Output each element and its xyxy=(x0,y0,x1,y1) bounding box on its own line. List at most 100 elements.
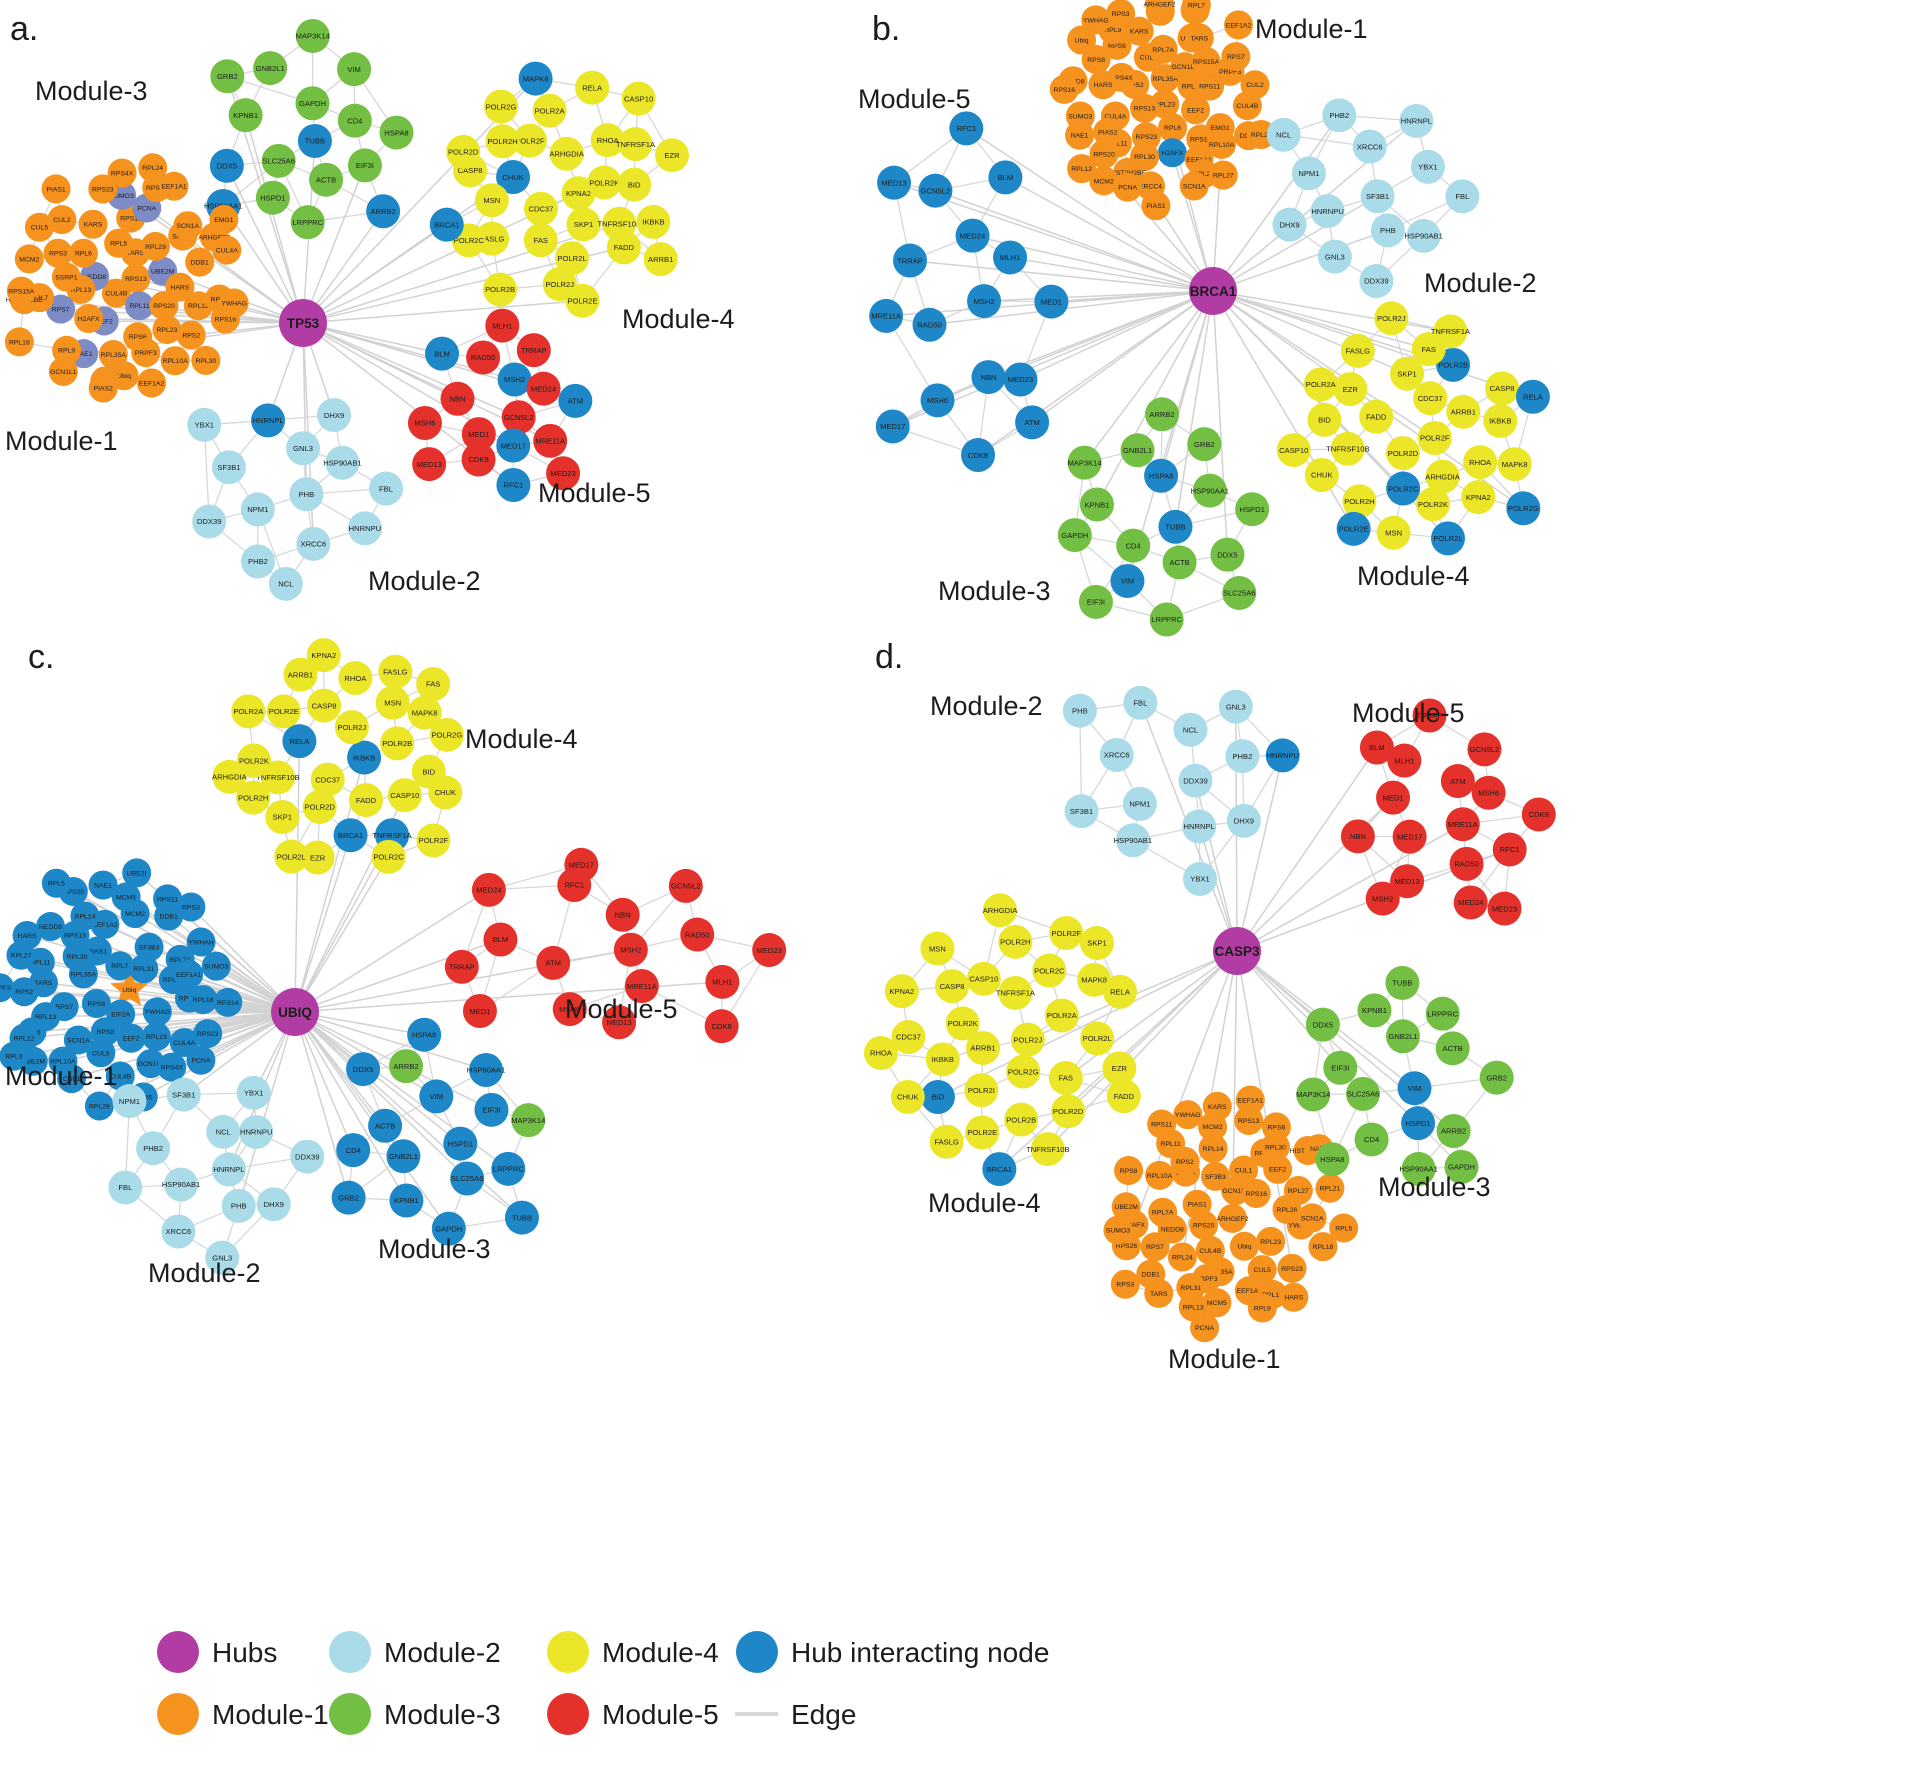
node-circle xyxy=(523,223,558,258)
network-node: HSPD1 xyxy=(1401,1106,1436,1141)
legend-label: Module-2 xyxy=(384,1637,501,1668)
network-node: FBL xyxy=(108,1170,143,1205)
network-node: POLR2K xyxy=(945,1006,980,1041)
network-node: RPL29 xyxy=(84,1091,114,1121)
network-node: RPS16 xyxy=(1049,74,1079,104)
network-node: RPS8 xyxy=(1114,1156,1144,1186)
hub-edge xyxy=(935,189,1214,292)
network-node: SF3B1 xyxy=(166,1077,201,1112)
node-circle xyxy=(142,997,172,1027)
network-node: PIAS1 xyxy=(41,174,71,204)
node-circle xyxy=(295,86,330,121)
module-label: Module-2 xyxy=(368,566,481,596)
node-circle xyxy=(41,868,71,898)
network-node: MED1 xyxy=(1376,780,1411,815)
network-node: HNRNPU xyxy=(347,511,382,546)
node-circle xyxy=(1261,1112,1291,1142)
network-node: POLR2D xyxy=(446,134,481,169)
network-node: RELA xyxy=(1102,974,1137,1009)
network-node: TRRAP xyxy=(516,333,551,368)
network-node: KPNB1 xyxy=(228,98,263,133)
hub-edge xyxy=(302,224,448,324)
node-circle xyxy=(153,884,183,914)
node-circle xyxy=(1106,0,1136,29)
node-circle xyxy=(78,209,108,239)
node-circle xyxy=(624,969,659,1004)
network-node: POLR2B xyxy=(1004,1102,1039,1137)
node-circle xyxy=(407,405,442,440)
network-node: PHB2 xyxy=(1322,98,1357,133)
node-circle xyxy=(286,431,321,466)
node-circle xyxy=(274,839,309,874)
node-circle xyxy=(1376,780,1411,815)
node-circle xyxy=(1304,457,1339,492)
node-circle xyxy=(74,303,104,333)
network-node: UBE2I xyxy=(122,858,152,888)
node-circle xyxy=(1089,166,1119,196)
node-circle xyxy=(1003,362,1038,397)
network-node: NPM1 xyxy=(240,492,275,527)
network-node: ATM xyxy=(1440,764,1475,799)
network-node: MED23 xyxy=(1003,362,1038,397)
node-circle xyxy=(1392,819,1427,854)
hub-edge xyxy=(1236,950,1341,1069)
hub-edge xyxy=(1212,290,1451,333)
network-node: FADD xyxy=(1106,1079,1141,1114)
network-node: CDK8 xyxy=(704,1009,739,1044)
network-node: MSH2 xyxy=(967,284,1002,319)
node-circle xyxy=(129,954,159,984)
module-label: Module-3 xyxy=(378,1234,491,1264)
hub-edge xyxy=(1051,290,1214,303)
node-circle xyxy=(166,1077,201,1112)
hub-label: UBIQ xyxy=(278,1005,312,1020)
node-circle xyxy=(496,160,531,195)
hub-edge xyxy=(1174,290,1214,527)
hub-edge xyxy=(1212,229,1389,292)
network-node: MSH6 xyxy=(1471,775,1506,810)
network-node: RPL7A xyxy=(1148,34,1178,64)
network-node: KPNB1 xyxy=(1357,993,1392,1028)
network-node: EEF2 xyxy=(116,1023,146,1053)
network-node: POLR2H xyxy=(485,124,520,159)
node-circle xyxy=(1103,1215,1133,1245)
node-circle xyxy=(1483,403,1518,438)
node-circle xyxy=(428,775,463,810)
node-circle xyxy=(668,868,703,903)
network-node: DHX9 xyxy=(317,398,352,433)
node-circle xyxy=(43,238,73,268)
hub-node: UBIQ xyxy=(271,988,319,1036)
hub-circle xyxy=(271,988,319,1036)
network-node: FAS xyxy=(523,223,558,258)
legend-label: Module-4 xyxy=(602,1637,719,1668)
hub-edge xyxy=(302,222,620,324)
node-circle xyxy=(1198,1133,1228,1163)
network-node: HSPA8 xyxy=(1144,458,1179,493)
node-circle xyxy=(501,400,536,435)
module-label: Module-4 xyxy=(622,304,735,334)
network-node: NAE1 xyxy=(1065,120,1095,150)
network-node: POLR2F xyxy=(416,823,451,858)
node-circle xyxy=(300,840,335,875)
network-node: RAD50 xyxy=(1449,846,1484,881)
node-circle xyxy=(268,566,303,601)
network-node: NCL xyxy=(1266,117,1301,152)
legend-swatch xyxy=(547,1631,589,1673)
network-node: PHB2 xyxy=(1225,739,1260,774)
network-node: DDB1 xyxy=(185,247,215,277)
network-node: KARS xyxy=(1202,1091,1232,1121)
node-circle xyxy=(1229,1155,1259,1185)
hub-label: CASP3 xyxy=(1214,944,1260,959)
node-circle xyxy=(1218,689,1253,724)
node-circle xyxy=(1276,433,1311,468)
hub-edge xyxy=(294,1011,523,1219)
node-circle xyxy=(141,1022,171,1052)
node-circle xyxy=(613,932,648,967)
node-circle xyxy=(378,654,413,689)
node-circle xyxy=(140,231,170,261)
network-node: MED17 xyxy=(564,847,599,882)
node-circle xyxy=(255,180,290,215)
network-node: MED1 xyxy=(1034,284,1069,319)
node-circle xyxy=(1359,263,1394,298)
node-circle xyxy=(48,357,78,387)
node-circle xyxy=(236,1075,271,1110)
